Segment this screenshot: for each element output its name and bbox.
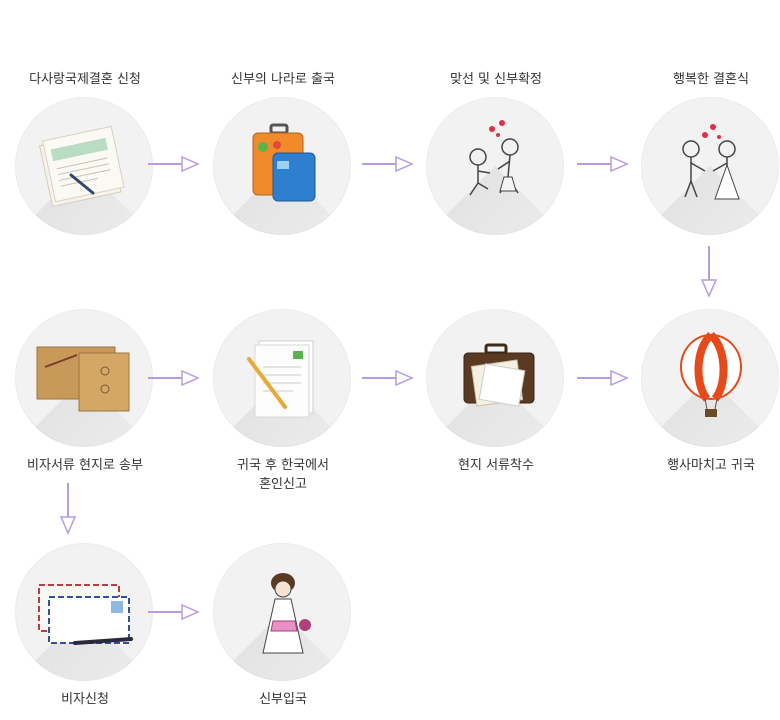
step-circle: [213, 97, 351, 235]
step-circle: [15, 97, 153, 235]
step-circle: [15, 309, 153, 447]
step-circle: [213, 309, 351, 447]
step-label: 비자서류 현지로 송부: [27, 458, 143, 473]
step-circle: [15, 543, 153, 681]
step-circle: [213, 543, 351, 681]
step-label: 귀국 후 한국에서 혼인신고: [237, 458, 329, 492]
step-label: 맞선 및 신부확정: [450, 72, 542, 87]
step-label: 행복한 결혼식: [673, 72, 749, 87]
step-circle: [641, 309, 779, 447]
arrow-down-icon: [700, 246, 718, 298]
arrow-right-icon: [577, 369, 629, 387]
hot-air-balloon-icon: [680, 331, 742, 417]
step-label: 다사랑국제결혼 신청: [29, 72, 141, 87]
confidential-envelopes-icon: [36, 346, 130, 412]
step-label: 신부의 나라로 출국: [231, 72, 335, 87]
proposal-couple-icon: [469, 120, 519, 196]
arrow-right-icon: [362, 369, 414, 387]
suitcases-icon: [252, 123, 316, 202]
step-label: 비자신청: [61, 692, 109, 707]
bride-icon: [262, 573, 311, 654]
step-circle: [641, 97, 779, 235]
arrow-right-icon: [362, 155, 414, 173]
step-label: 행사마치고 귀국: [667, 458, 755, 473]
arrow-right-icon: [148, 369, 200, 387]
arrow-right-icon: [577, 155, 629, 173]
airmail-envelope-icon: [38, 584, 133, 645]
step-label: 현지 서류착수: [458, 458, 534, 473]
arrow-right-icon: [148, 155, 200, 173]
step-circle: [426, 97, 564, 235]
arrow-right-icon: [148, 603, 200, 621]
briefcase-papers-icon: [463, 343, 535, 407]
paper-pencil-icon: [247, 340, 314, 418]
step-label: 신부입국: [259, 692, 307, 707]
wedding-couple-icon: [682, 124, 740, 200]
step-circle: [426, 309, 564, 447]
documents-pen-icon: [39, 125, 125, 208]
arrow-down-icon: [59, 483, 77, 535]
